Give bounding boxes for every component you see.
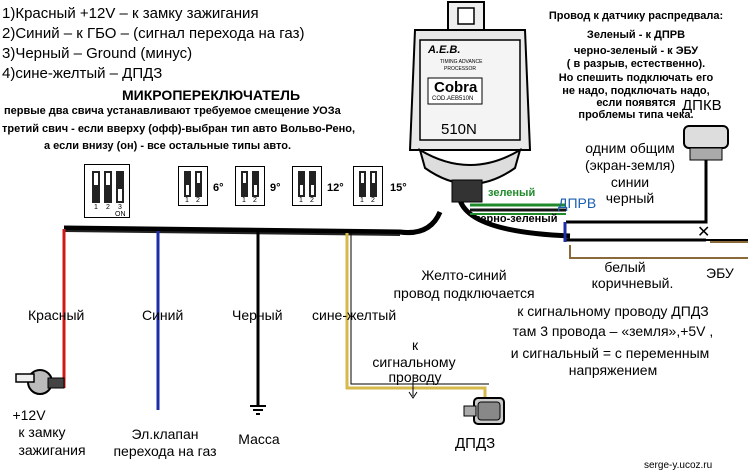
deg-9-label: 9°	[270, 182, 281, 194]
deg-15-label: 15°	[390, 182, 407, 194]
micro-title: МИКРОПЕРЕКЛЮЧАТЕЛЬ	[122, 87, 301, 103]
sensor-note-5: Но спешить подключать его	[558, 72, 714, 84]
cobra-device	[408, 1, 532, 203]
device-subtitle-1: TIMING ADVANCE	[440, 59, 483, 65]
device-code: COD.AEB510N	[432, 96, 474, 102]
dip-num-1: 1	[94, 204, 98, 211]
site-watermark: serge-y.ucoz.ru	[644, 460, 713, 471]
device-brand: A.E.B.	[428, 44, 461, 56]
shield-label-1: одним общим	[585, 140, 675, 156]
tps-note-2: там 3 провода – «земля»,+5V ,	[512, 323, 714, 339]
wire-label-red: Красный	[28, 307, 85, 323]
signal-note-2: сигнальному	[372, 354, 456, 370]
main-harness	[63, 210, 443, 236]
legend-line-2: 2)Синий – к ГБО – (сигнал перехода на га…	[2, 25, 305, 42]
signal-note-3: проводу	[388, 369, 442, 385]
yellow-note-1: Желто-синий	[421, 267, 507, 283]
shield-label-2: (экран-земля)	[585, 157, 675, 173]
tps-note-4: напряжением	[568, 362, 658, 378]
dip-switch-6: 1 2	[178, 166, 208, 206]
tps-label: ДПДЗ	[455, 435, 496, 452]
white-wire-label-2: коричневый.	[591, 275, 674, 291]
wire-label-blue-yellow: сине-желтый	[312, 307, 397, 323]
dip-switch-9: 1 2	[235, 166, 265, 206]
x-mark: ✕	[697, 224, 711, 241]
device-subtitle-2: PROCESSOR	[444, 66, 476, 72]
tps-sensor	[463, 397, 505, 425]
ign-label-2: к замку	[18, 424, 66, 440]
sensor-note-6: не надо, подключать надо,	[562, 85, 710, 97]
micro-line-3: а если внизу (он) - все остальные типы а…	[44, 140, 292, 152]
valve-label-1: Эл.клапан	[131, 426, 199, 442]
ign-label-1: +12V	[12, 407, 46, 423]
sensor-note-4: ( в разрыв, естественно).	[566, 58, 706, 70]
device-model: Cobra	[434, 79, 478, 96]
tps-note-1: к сигнальному проводу ДПДЗ	[517, 303, 709, 319]
wire-label-blue: Синий	[142, 307, 184, 323]
micro-line-1: первые два свича устанавливают требуемое…	[4, 105, 341, 117]
sensor-note-2: Зеленый - к ДПРВ	[586, 29, 686, 41]
dip-switch-12: 1 2	[292, 166, 322, 206]
ign-label-3: зажигания	[18, 442, 86, 458]
deg-6-label: 6°	[213, 182, 224, 194]
dip-switch-15: 1 2	[353, 166, 383, 206]
legend-line-4: 4)сине-желтый – ДПДЗ	[2, 65, 163, 82]
deg-12-label: 12°	[327, 182, 344, 194]
tps-note-3: и сигнальный = с переменным	[510, 345, 710, 361]
sensor-note-1: Провод к датчику распредвала:	[548, 10, 724, 22]
dpkv-label: ДПКВ	[682, 97, 722, 114]
dprv-label: ДПРВ	[558, 195, 597, 211]
dip-num-2: 2	[106, 204, 110, 211]
device-cable	[457, 199, 571, 239]
dip-on-label: ON	[115, 211, 126, 218]
white-wire-label-1: белый	[604, 259, 646, 275]
black-green-wire-label: черно-зеленый	[474, 213, 558, 225]
valve-label-2: перехода на газ	[113, 443, 217, 459]
device-number: 510N	[441, 121, 477, 138]
micro-line-2: третий свич - если вверху (офф)-выбран т…	[2, 123, 356, 135]
shield-label-3: синии	[610, 174, 650, 190]
sensor-note-7: если появятся	[596, 97, 676, 109]
ground-symbol	[250, 405, 266, 415]
yellow-note-2: провод подключается	[393, 285, 535, 301]
mass-label: Масса	[238, 431, 280, 447]
white-brown-wire	[569, 245, 748, 259]
dip-num-3: 3	[118, 204, 122, 211]
sensor-note-8: проблемы типа чека.	[578, 109, 694, 121]
shield-wire	[566, 170, 708, 224]
sensor-note-3: черно-зеленый - к ЭБУ	[573, 45, 699, 57]
wire-label-black: Черный	[232, 307, 283, 323]
shield-label-4: черный	[605, 190, 655, 206]
legend-line-3: 3)Черный – Ground (минус)	[2, 45, 193, 62]
dpkv-sensor	[683, 125, 729, 172]
signal-note-1: к	[411, 337, 419, 353]
ecu-label: ЭБУ	[706, 265, 734, 281]
dip-switch-main: 1 2 3 ON	[84, 164, 130, 218]
green-wire-label: зеленый	[488, 187, 536, 199]
blue-yellow-wire	[345, 233, 487, 398]
ignition-switch-icon	[15, 369, 65, 395]
legend-line-1: 1)Красный +12V – к замку зажигания	[2, 5, 259, 22]
